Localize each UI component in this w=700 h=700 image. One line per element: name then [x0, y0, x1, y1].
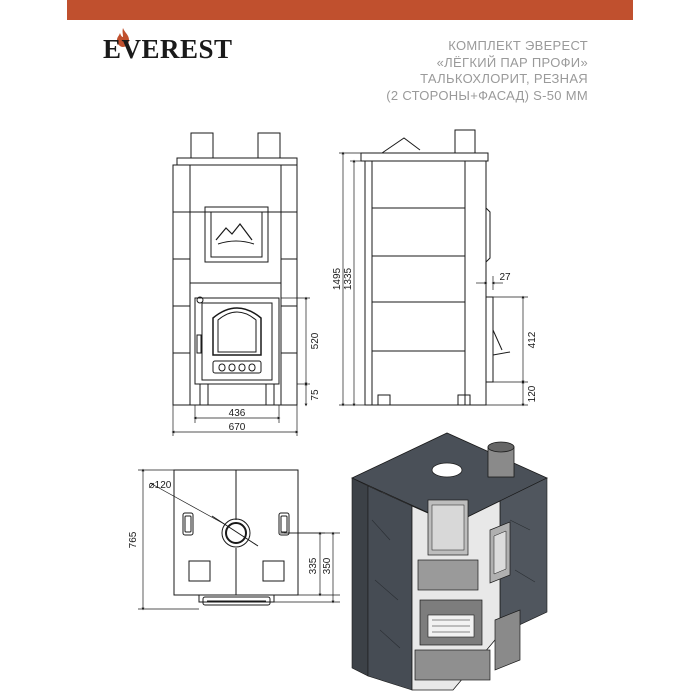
dim-door-height: 520: [310, 332, 321, 349]
dim-top-offset-1: 335: [308, 557, 319, 574]
brand-logo: EVEREST: [103, 28, 263, 68]
dim-side-base: 120: [527, 385, 538, 402]
logo-text: EVEREST: [103, 34, 233, 64]
dim-front-total: 670: [229, 422, 246, 433]
front-chimney-right: [257, 132, 281, 159]
dim-height-body: 1335: [343, 267, 354, 290]
front-chimney-left: [190, 132, 214, 159]
flame-icon: [117, 28, 129, 47]
top-color-bar: [67, 0, 633, 20]
dim-side-offset: 27: [499, 272, 511, 283]
dim-top-diameter: ⌀120: [149, 480, 172, 491]
top-view: [173, 469, 299, 606]
dim-top-offset-2: 350: [322, 557, 333, 574]
title-line-4: (2 СТОРОНЫ+ФАСАД) S-50 ММ: [386, 87, 588, 103]
dim-top-depth: 765: [128, 531, 139, 548]
title-line-2: «ЛЁГКИЙ ПАР ПРОФИ»: [436, 54, 588, 70]
top-dimensions: [138, 468, 340, 611]
title-line-3: ТАЛЬКОХЛОРИТ, РЕЗНАЯ: [420, 71, 588, 86]
dim-front-inner: 436: [229, 408, 246, 419]
product-title: КОМПЛЕКТ ЭВЕРЕСТ «ЛЁГКИЙ ПАР ПРОФИ» ТАЛЬ…: [386, 38, 588, 104]
front-dimensions: [171, 296, 310, 436]
dim-height-total: 1495: [332, 267, 343, 290]
dim-base-height: 75: [310, 389, 321, 401]
side-dimensions: [339, 151, 528, 407]
front-view: [172, 132, 298, 406]
side-view: [360, 129, 511, 406]
cutaway-illustration: [351, 432, 548, 691]
dim-side-tank: 412: [527, 331, 538, 348]
title-line-1: КОМПЛЕКТ ЭВЕРЕСТ: [448, 38, 588, 53]
